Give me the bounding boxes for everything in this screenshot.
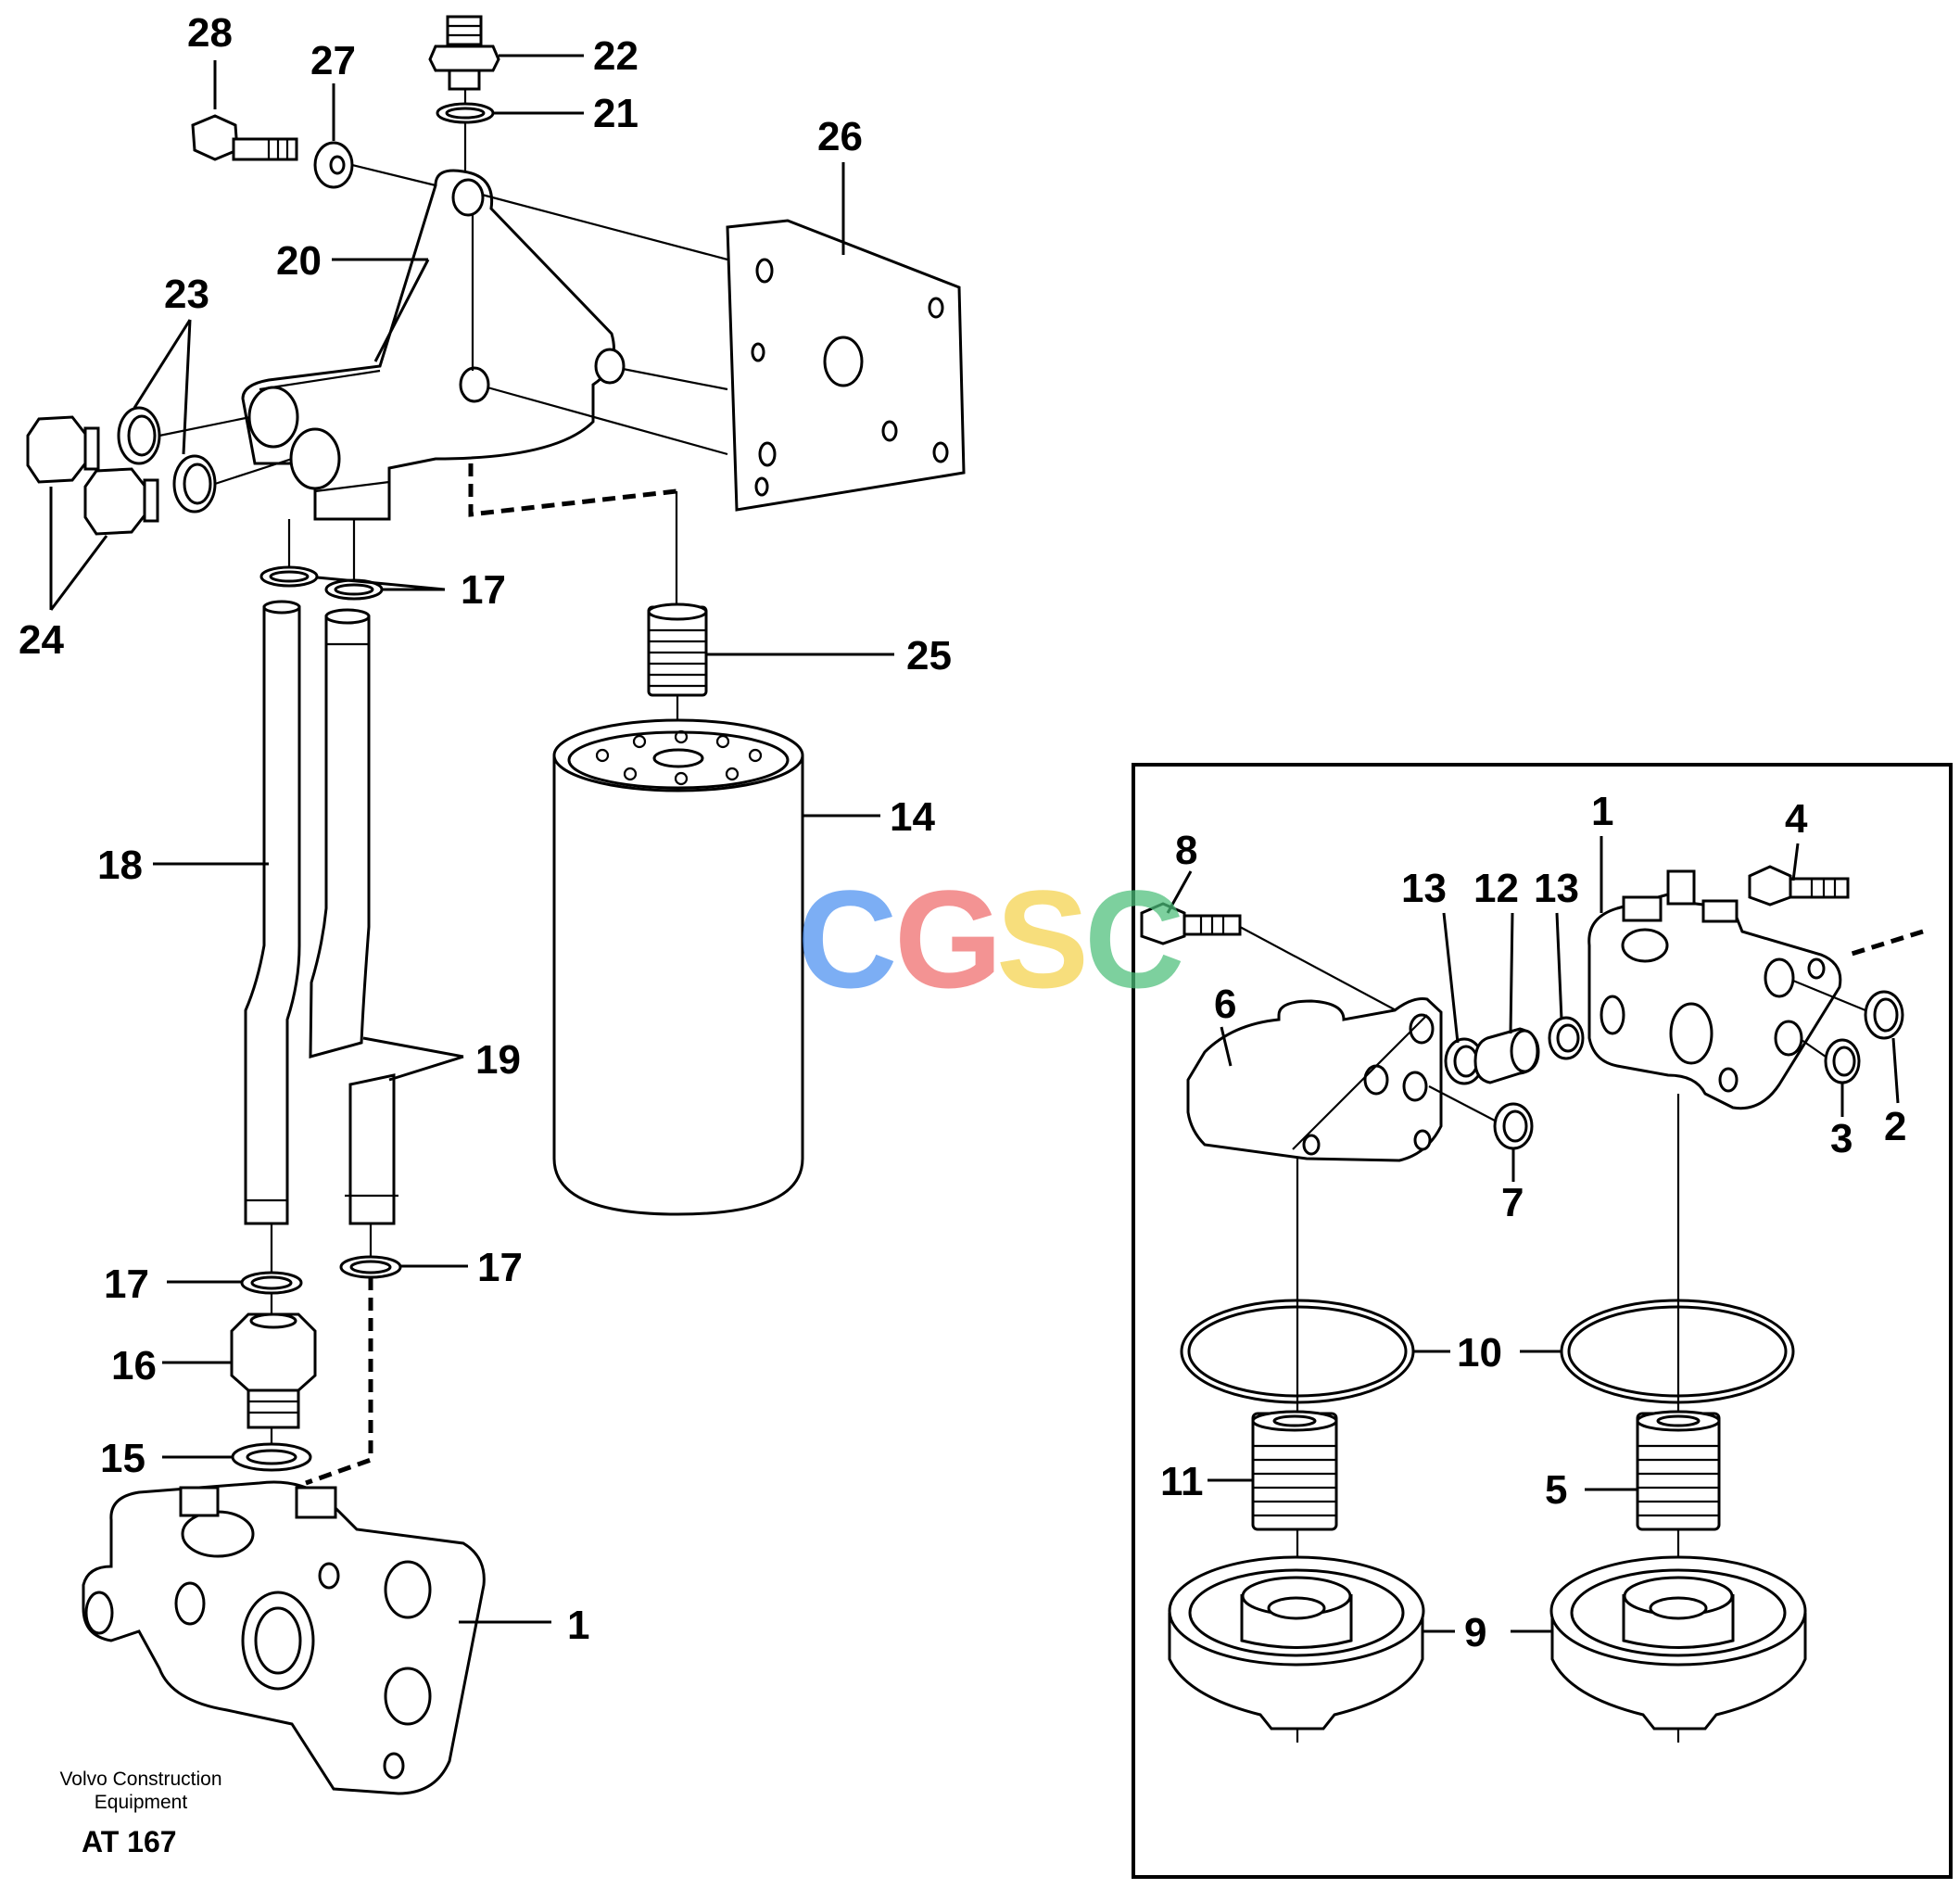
nipple-25 bbox=[647, 602, 708, 697]
callout-26: 26 bbox=[817, 114, 863, 159]
callout-1-right: 1 bbox=[1591, 789, 1613, 834]
callout-18: 18 bbox=[97, 843, 143, 888]
leader-lines bbox=[49, 54, 1900, 1633]
pipe-19-upper bbox=[309, 608, 371, 1059]
watermark-letter-1: C bbox=[797, 861, 897, 1017]
callout-16: 16 bbox=[111, 1343, 157, 1388]
pipe-19-lower bbox=[345, 1073, 398, 1225]
washer-15 bbox=[231, 1442, 312, 1472]
callout-3: 3 bbox=[1830, 1116, 1853, 1161]
maker-line-2: Equipment bbox=[95, 1792, 188, 1813]
plug-24-upper bbox=[26, 415, 100, 484]
callout-23: 23 bbox=[164, 272, 209, 317]
o-ring-2 bbox=[1864, 990, 1904, 1040]
callout-27: 27 bbox=[310, 38, 356, 83]
watermark: C G S C bbox=[797, 861, 1184, 1017]
filter-bowl-9-right bbox=[1549, 1555, 1807, 1731]
callout-5: 5 bbox=[1545, 1467, 1567, 1513]
callout-17-top: 17 bbox=[461, 567, 506, 613]
callout-28: 28 bbox=[187, 10, 233, 56]
pipe-18 bbox=[244, 600, 301, 1225]
footer: Volvo Construction Equipment AT 167 bbox=[59, 1769, 221, 1858]
o-ring-3 bbox=[1824, 1038, 1861, 1084]
maker-line-1: Volvo Construction bbox=[59, 1769, 221, 1790]
callout-25: 25 bbox=[906, 633, 952, 678]
callout-13-left: 13 bbox=[1401, 866, 1447, 911]
callout-20: 20 bbox=[276, 238, 322, 284]
nipple-11 bbox=[1251, 1410, 1338, 1531]
oil-filter-14 bbox=[552, 718, 804, 1216]
callout-21: 21 bbox=[593, 91, 639, 136]
adapter-16 bbox=[230, 1312, 317, 1429]
detail-inset-frame bbox=[1132, 763, 1953, 1879]
filter-head-1-right bbox=[1587, 869, 1842, 1110]
callout-4: 4 bbox=[1785, 796, 1808, 842]
seal-17-top-left bbox=[259, 565, 319, 588]
callout-10: 10 bbox=[1457, 1330, 1502, 1376]
callout-1-left: 1 bbox=[567, 1603, 589, 1648]
bolt-8 bbox=[1140, 902, 1242, 945]
callout-11: 11 bbox=[1160, 1459, 1204, 1504]
o-ring-13-right bbox=[1548, 1016, 1585, 1060]
bolt-28 bbox=[191, 114, 298, 161]
o-ring-23-upper bbox=[117, 406, 161, 465]
callout-22: 22 bbox=[593, 33, 639, 79]
nipple-5 bbox=[1636, 1410, 1721, 1531]
callout-13-right: 13 bbox=[1534, 866, 1579, 911]
o-ring-7 bbox=[1493, 1102, 1534, 1150]
drawing-code: AT 167 bbox=[82, 1825, 177, 1858]
watermark-letter-3: S bbox=[996, 861, 1089, 1017]
callout-14: 14 bbox=[890, 794, 935, 840]
plug-22 bbox=[428, 15, 500, 91]
sleeve-12 bbox=[1473, 1027, 1540, 1084]
washer-27 bbox=[313, 141, 354, 189]
callout-17-bottom-left: 17 bbox=[104, 1261, 149, 1307]
seal-17-bottom-left bbox=[240, 1271, 303, 1295]
callout-2: 2 bbox=[1884, 1104, 1906, 1149]
callout-9: 9 bbox=[1464, 1610, 1486, 1655]
callout-7: 7 bbox=[1501, 1180, 1524, 1225]
plug-24-lower bbox=[83, 467, 159, 536]
o-ring-23-lower bbox=[172, 454, 217, 513]
callout-24: 24 bbox=[19, 617, 64, 663]
callout-17-bottom-right: 17 bbox=[477, 1245, 523, 1290]
filter-cover-6 bbox=[1186, 997, 1443, 1162]
seal-17-bottom-right bbox=[339, 1255, 402, 1279]
callout-labels: 28 27 22 21 26 20 23 24 17 25 14 18 19 1… bbox=[19, 10, 1906, 1655]
watermark-letter-4: C bbox=[1084, 861, 1184, 1017]
filter-bowl-9-left bbox=[1168, 1555, 1425, 1731]
callout-6: 6 bbox=[1214, 982, 1236, 1027]
callout-15: 15 bbox=[100, 1436, 145, 1481]
watermark-letter-2: G bbox=[894, 861, 1003, 1017]
filter-head-1-left bbox=[82, 1480, 486, 1795]
filter-bracket-20 bbox=[241, 169, 626, 521]
callout-8: 8 bbox=[1175, 828, 1197, 873]
mounting-plate-26 bbox=[726, 219, 966, 512]
callout-12: 12 bbox=[1473, 866, 1519, 911]
seal-21 bbox=[436, 102, 495, 124]
bolt-4 bbox=[1748, 865, 1850, 906]
callout-19: 19 bbox=[475, 1037, 521, 1083]
